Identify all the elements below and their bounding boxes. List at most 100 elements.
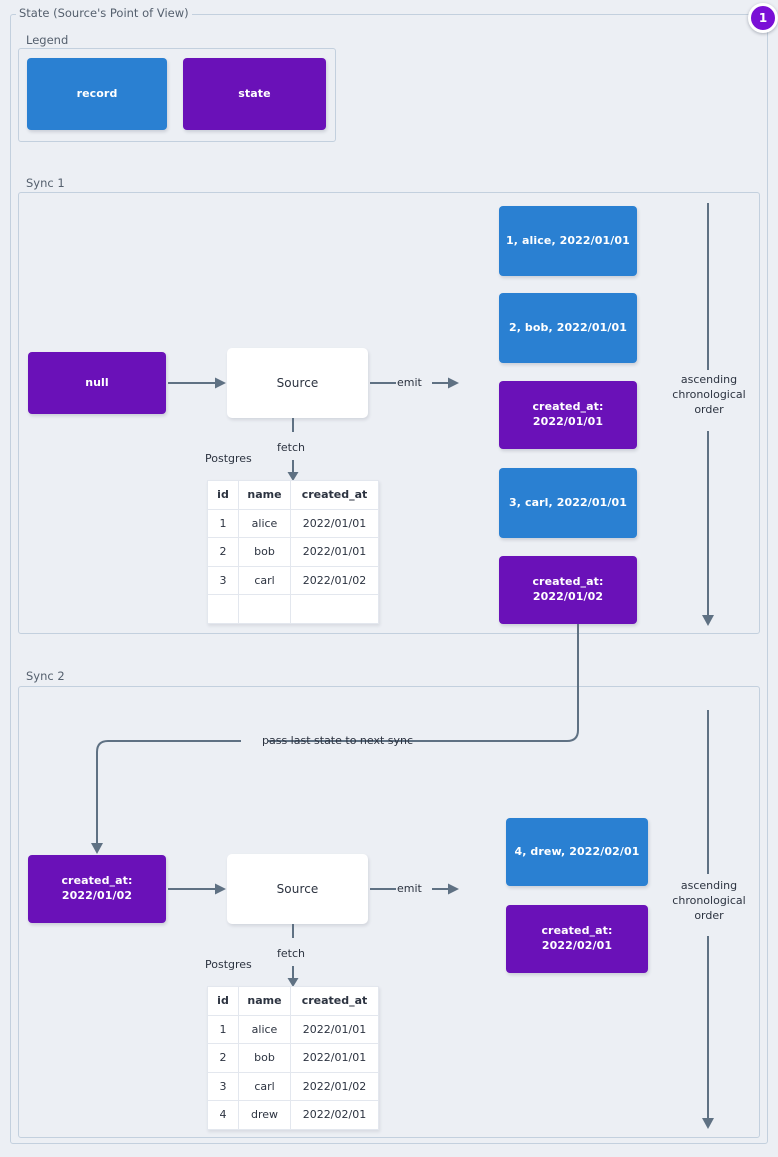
sync1-emitted-record-1: 1, alice, 2022/01/01 bbox=[499, 206, 637, 276]
sync1-emitted-state-1-line2: 2022/01/01 bbox=[532, 415, 604, 428]
cell: 3 bbox=[207, 565, 239, 595]
table-row-empty bbox=[207, 594, 379, 624]
sync1-emitted-record-2-label: 2, bob, 2022/01/01 bbox=[508, 320, 628, 334]
sync2-order-line-3: order bbox=[694, 908, 724, 922]
sync1-emitted-state-2-line2: 2022/01/02 bbox=[532, 590, 604, 603]
sync1-col-id: id bbox=[207, 480, 239, 510]
sync1-frame bbox=[18, 192, 760, 634]
sync2-order-line-1: ascending bbox=[680, 879, 738, 892]
sync2-order-line-2: chronological bbox=[672, 893, 746, 907]
sync2-order-label: ascending chronological order bbox=[664, 879, 754, 924]
table-row: 3 carl 2022/01/02 bbox=[207, 1071, 379, 1101]
sync2-emitted-state-1-line2: 2022/02/01 bbox=[541, 939, 613, 952]
legend-swatch-record: record bbox=[27, 58, 167, 130]
cell: bob bbox=[238, 1043, 291, 1073]
sync1-title: Sync 1 bbox=[23, 177, 68, 190]
table-row: 3 carl 2022/01/02 bbox=[207, 565, 379, 595]
cell: 4 bbox=[207, 1100, 239, 1130]
sync2-emit-label: emit bbox=[397, 882, 422, 895]
cell: 2022/01/01 bbox=[290, 508, 379, 538]
sync1-db-label: Postgres bbox=[205, 452, 252, 465]
sync1-emitted-state-2-line1: created_at: bbox=[532, 575, 604, 589]
sync1-state-to-source-arrow bbox=[168, 377, 226, 389]
sync1-input-state-label: null bbox=[85, 375, 109, 389]
legend-swatch-state: state bbox=[183, 58, 326, 130]
table-row: 2 bob 2022/01/01 bbox=[207, 537, 379, 567]
table-header-row: id name created_at bbox=[207, 480, 379, 510]
sync1-emit-arrow bbox=[370, 377, 459, 389]
cell: drew bbox=[238, 1100, 291, 1130]
legend-label-state: state bbox=[238, 86, 271, 100]
sync2-emitted-state-1-line1: created_at: bbox=[541, 924, 613, 938]
sync1-order-arrow bbox=[702, 203, 714, 626]
sync1-order-line-3: order bbox=[694, 402, 724, 416]
sync1-fetch-arrow bbox=[287, 418, 299, 481]
sync1-col-name: name bbox=[238, 480, 291, 510]
sync1-emitted-state-1-line1: created_at: bbox=[532, 400, 604, 414]
cell: 1 bbox=[207, 1014, 239, 1044]
sync2-state-to-source-arrow bbox=[168, 883, 226, 895]
sync2-fetch-label: fetch bbox=[277, 947, 305, 960]
sync1-emit-label: emit bbox=[397, 376, 422, 389]
legend-frame bbox=[18, 48, 336, 142]
cell: bob bbox=[238, 537, 291, 567]
table-row: 4 drew 2022/02/01 bbox=[207, 1100, 379, 1130]
sync2-input-state: created_at: 2022/01/02 bbox=[28, 855, 166, 923]
cell: 2022/01/01 bbox=[290, 537, 379, 567]
sync2-fetch-arrow bbox=[287, 924, 299, 987]
sync2-source-label: Source bbox=[276, 881, 319, 896]
sync2-input-state-line2: 2022/01/02 bbox=[61, 889, 133, 902]
sync1-fetch-label: fetch bbox=[277, 441, 305, 454]
sync1-emitted-record-3: 3, carl, 2022/01/01 bbox=[499, 468, 637, 538]
sync1-postgres-table: id name created_at 1 alice 2022/01/01 2 … bbox=[207, 480, 379, 624]
cell: 3 bbox=[207, 1071, 239, 1101]
sync1-emitted-state-2: created_at: 2022/01/02 bbox=[499, 556, 637, 624]
cell: alice bbox=[238, 1014, 291, 1044]
cell: 2022/02/01 bbox=[290, 1100, 379, 1130]
cell bbox=[207, 594, 239, 624]
pass-state-connector bbox=[91, 624, 579, 854]
legend-title: Legend bbox=[23, 34, 72, 47]
sync2-col-date: created_at bbox=[290, 986, 379, 1016]
sync2-frame bbox=[18, 686, 760, 1138]
table-row: 1 alice 2022/01/01 bbox=[207, 1014, 379, 1044]
sync1-emitted-state-1: created_at: 2022/01/01 bbox=[499, 381, 637, 449]
legend-label-record: record bbox=[76, 86, 118, 100]
sync2-order-arrow bbox=[702, 710, 714, 1129]
sync1-order-label: ascending chronological order bbox=[664, 373, 754, 418]
table-row: 2 bob 2022/01/01 bbox=[207, 1043, 379, 1073]
step-badge[interactable]: 1 bbox=[748, 3, 778, 33]
page-title: State (Source's Point of View) bbox=[16, 7, 192, 20]
cell: 1 bbox=[207, 508, 239, 538]
cell bbox=[290, 594, 379, 624]
sync1-emitted-record-2: 2, bob, 2022/01/01 bbox=[499, 293, 637, 363]
cell: 2 bbox=[207, 537, 239, 567]
cell: 2 bbox=[207, 1043, 239, 1073]
sync2-col-id: id bbox=[207, 986, 239, 1016]
cell: 2022/01/02 bbox=[290, 565, 379, 595]
sync2-source-node: Source bbox=[227, 854, 368, 924]
sync1-order-line-1: ascending bbox=[680, 373, 738, 386]
cell bbox=[238, 594, 291, 624]
cell: carl bbox=[238, 1071, 291, 1101]
cell: alice bbox=[238, 508, 291, 538]
cell: 2022/01/02 bbox=[290, 1071, 379, 1101]
sync2-emitted-state-1: created_at: 2022/02/01 bbox=[506, 905, 648, 973]
sync1-source-node: Source bbox=[227, 348, 368, 418]
sync1-emitted-record-1-label: 1, alice, 2022/01/01 bbox=[506, 233, 630, 247]
sync1-input-state: null bbox=[28, 352, 166, 414]
cell: 2022/01/01 bbox=[290, 1043, 379, 1073]
sync1-emitted-record-3-label: 3, carl, 2022/01/01 bbox=[509, 495, 627, 509]
table-header-row: id name created_at bbox=[207, 986, 379, 1016]
sync2-emitted-record-1-label: 4, drew, 2022/02/01 bbox=[514, 844, 640, 858]
sync2-title: Sync 2 bbox=[23, 670, 68, 683]
pass-state-label: pass last state to next sync bbox=[262, 734, 414, 747]
sync2-col-name: name bbox=[238, 986, 291, 1016]
table-row: 1 alice 2022/01/01 bbox=[207, 508, 379, 538]
sync2-emitted-record-1: 4, drew, 2022/02/01 bbox=[506, 818, 648, 886]
sync1-source-label: Source bbox=[276, 375, 319, 390]
sync2-db-label: Postgres bbox=[205, 958, 252, 971]
outer-frame bbox=[10, 14, 768, 1144]
cell: carl bbox=[238, 565, 291, 595]
